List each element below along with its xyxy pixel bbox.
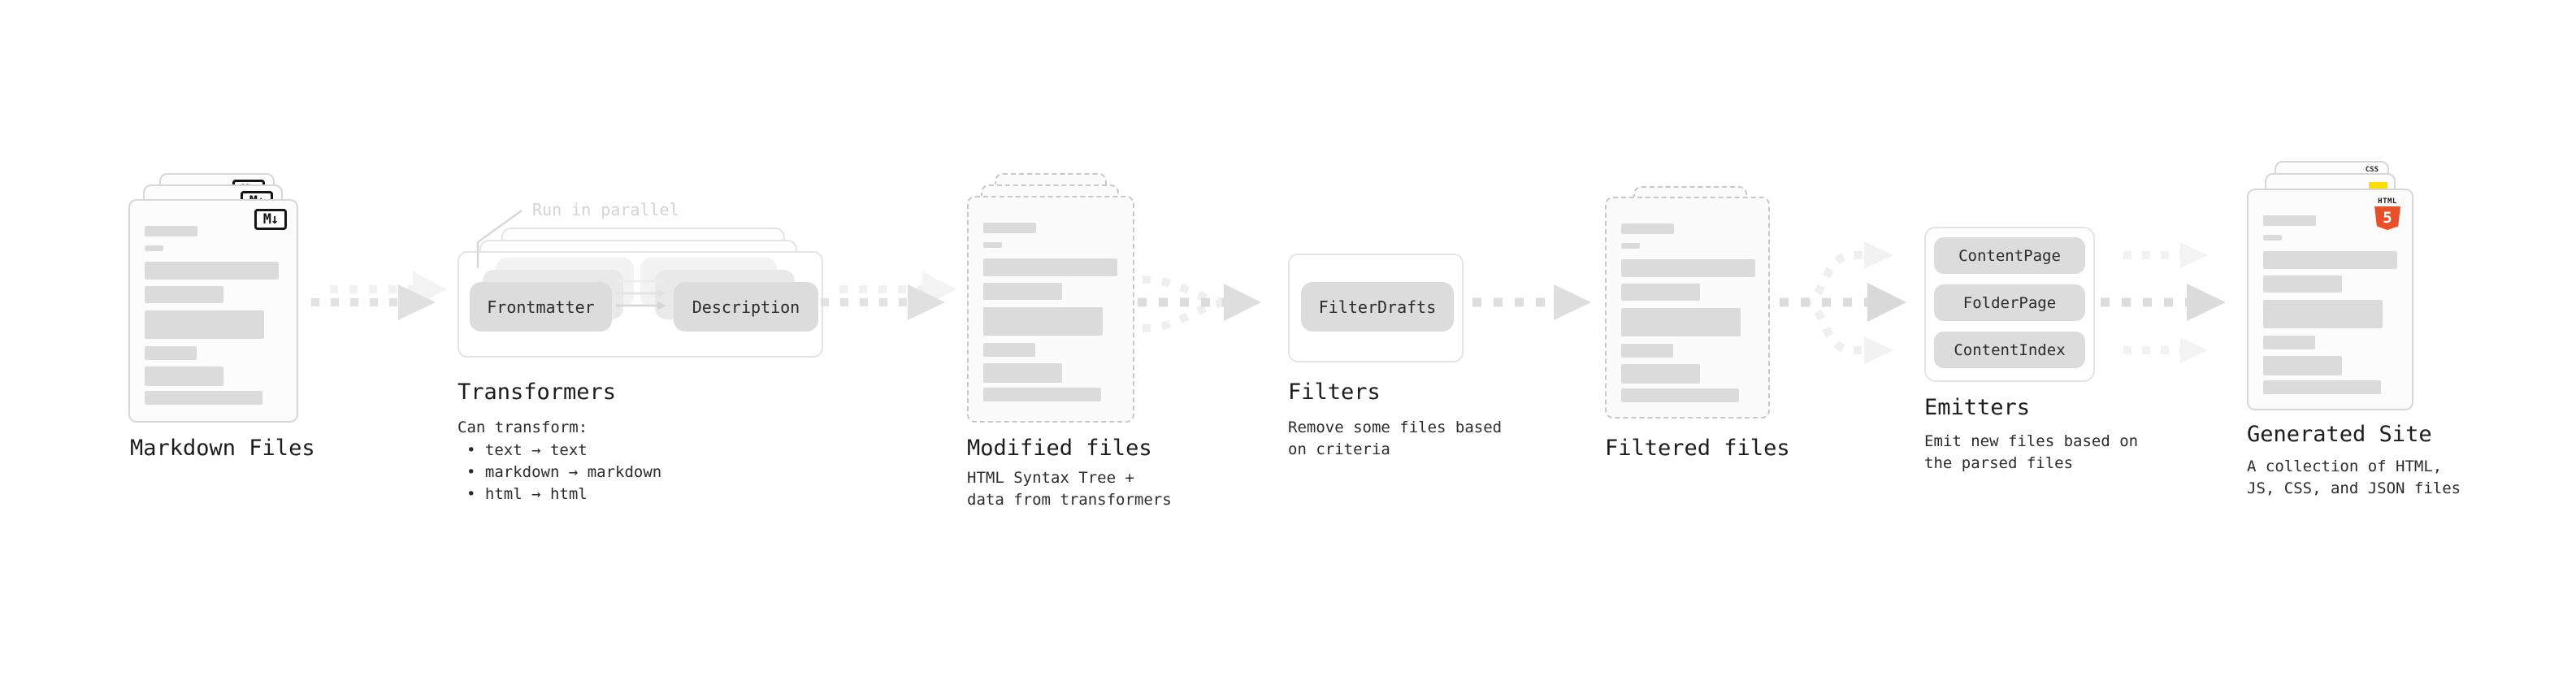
transformers-title: Transformers — [458, 380, 617, 405]
generated-site-title: Generated Site — [2247, 422, 2432, 447]
flow-arrow-modified-to-filters — [1138, 275, 1261, 332]
generated-site-stack: CSS HTML 5 — [2247, 161, 2413, 412]
flow-arrow-filtered-to-emitters — [1780, 241, 1906, 364]
run-in-parallel-note: Run in parallel — [532, 200, 679, 219]
modified-files-subtitle-2: data from transformers — [967, 491, 1172, 509]
js-icon — [2369, 182, 2387, 191]
modified-files-title: Modified files — [967, 436, 1152, 461]
transformers-bullet-1: • text → text — [466, 441, 588, 459]
modified-file-card-front — [967, 196, 1134, 423]
file-content-placeholder — [145, 201, 285, 405]
parallel-note-leader-line — [476, 209, 523, 268]
file-content-placeholder — [2263, 190, 2400, 394]
file-content-placeholder — [1621, 198, 1757, 402]
filtered-files-stack — [1605, 186, 1770, 422]
markdown-icon: M↓ — [254, 209, 287, 230]
filtered-file-card-front — [1605, 197, 1770, 419]
markdown-files-stack: M↓ M↓ M↓ — [128, 173, 298, 423]
html5-icon: HTML 5 — [2373, 197, 2402, 230]
emitters-title: Emitters — [1924, 395, 2031, 420]
filters-title: Filters — [1288, 380, 1381, 405]
flow-arrow-markdown-to-transformers — [311, 271, 447, 320]
emitter-folderpage-box: FolderPage — [1934, 284, 2085, 321]
transformer-frontmatter-box: Frontmatter — [470, 282, 612, 332]
generated-site-subtitle-1: A collection of HTML, — [2247, 458, 2443, 475]
generated-html-file-card: HTML 5 — [2247, 189, 2413, 410]
emitters-subtitle-1: Emit new files based on — [1924, 432, 2139, 450]
filters-subtitle-2: on criteria — [1288, 440, 1390, 458]
modified-files-subtitle-1: HTML Syntax Tree + — [967, 469, 1134, 487]
transformer-inner-arrows — [616, 277, 666, 310]
emitter-contentindex-box: ContentIndex — [1934, 332, 2085, 368]
filtered-files-title: Filtered files — [1605, 436, 1790, 461]
transformers-bullet-2: • markdown → markdown — [466, 463, 662, 481]
transformer-description-box: Description — [674, 282, 818, 332]
flow-arrow-filters-to-filtered — [1472, 284, 1591, 320]
filters-subtitle-1: Remove some files based — [1288, 419, 1503, 436]
filter-drafts-box: FilterDrafts — [1301, 282, 1454, 332]
emitter-contentpage-box: ContentPage — [1934, 237, 2085, 274]
markdown-file-card-front: M↓ — [128, 199, 298, 423]
transformers-desc-heading: Can transform: — [458, 419, 588, 436]
markdown-files-title: Markdown Files — [130, 436, 315, 461]
emitters-subtitle-2: the parsed files — [1924, 454, 2074, 472]
transformers-bullet-3: • html → html — [466, 485, 588, 503]
flow-arrow-emitters-to-generated — [2101, 242, 2226, 363]
generated-site-subtitle-2: JS, CSS, and JSON files — [2247, 479, 2461, 497]
modified-files-stack — [967, 173, 1134, 423]
file-content-placeholder — [983, 197, 1121, 401]
flow-arrow-transformers-to-modified — [821, 271, 956, 320]
